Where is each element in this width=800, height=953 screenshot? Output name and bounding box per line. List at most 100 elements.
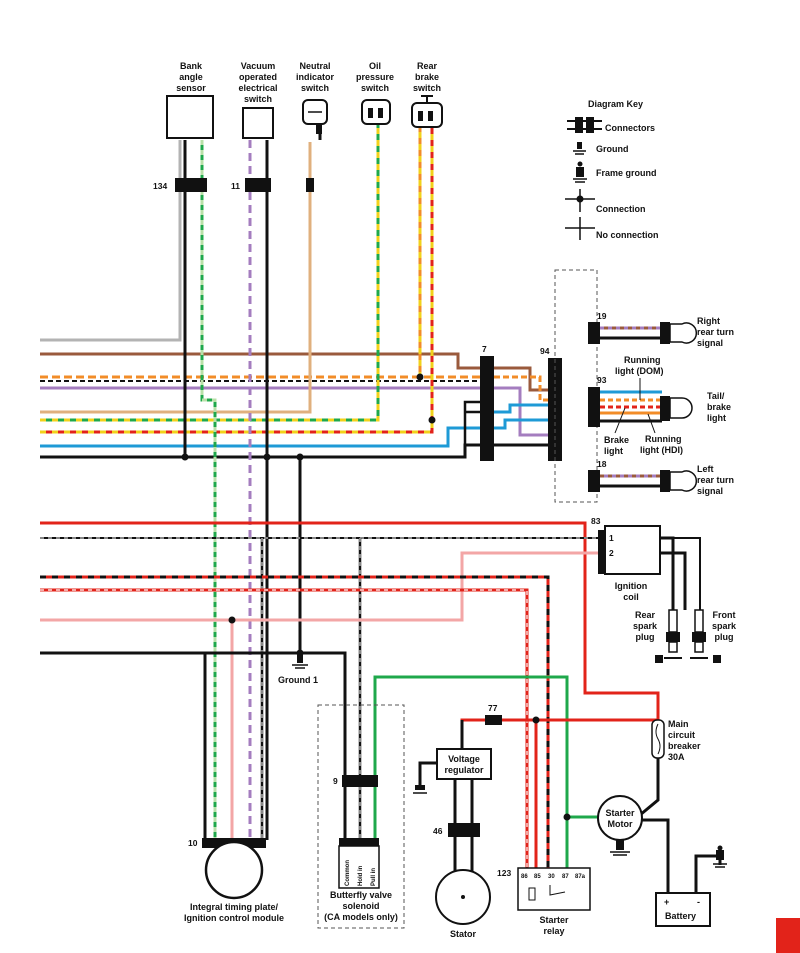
connector-46 — [448, 823, 480, 837]
svg-text:7: 7 — [482, 344, 487, 354]
svg-text:1: 1 — [609, 533, 614, 543]
dashed-box-94 — [554, 269, 598, 503]
diagram-key: Diagram Key Connectors Ground Frame grou… — [565, 99, 659, 240]
svg-text:77: 77 — [488, 703, 498, 713]
oil-pressure-switch — [361, 99, 391, 125]
ground-icon — [297, 655, 303, 663]
svg-text:Connection: Connection — [596, 204, 646, 214]
svg-text:+: + — [664, 897, 669, 907]
main-red-wire — [40, 521, 660, 720]
svg-text:9: 9 — [333, 776, 338, 786]
svg-text:87a: 87a — [575, 874, 586, 880]
svg-text:Connectors: Connectors — [605, 123, 655, 133]
left-turn-bulb-icon — [669, 470, 698, 492]
bank-angle-sensor — [166, 95, 214, 139]
svg-text:2: 2 — [609, 548, 614, 558]
svg-text:123: 123 — [497, 868, 511, 878]
svg-text:Ground: Ground — [596, 144, 629, 154]
connector-9 — [342, 775, 378, 787]
svg-text:19: 19 — [597, 311, 607, 321]
tan-wire — [40, 142, 312, 414]
pink-wire — [40, 551, 600, 622]
svg-text:Battery: Battery — [665, 911, 696, 921]
svg-text:Hold in: Hold in — [358, 865, 364, 886]
connection-icon — [576, 195, 584, 203]
tail-brake-bulb-icon — [669, 397, 693, 419]
svg-text:Diagram Key: Diagram Key — [588, 99, 643, 109]
connector-93 — [588, 387, 600, 427]
ground-icon — [577, 142, 582, 149]
svg-text:11: 11 — [231, 181, 240, 191]
front-spark-plug-icon — [690, 609, 708, 659]
dashed-box-solenoid — [317, 704, 405, 929]
svg-text:-: - — [697, 897, 700, 907]
connector-134 — [175, 178, 207, 192]
gray-wire — [40, 140, 182, 342]
battery: + - Battery — [655, 845, 727, 927]
ignition-coil — [604, 525, 661, 575]
green-yellow-wire — [40, 122, 380, 422]
starter-motor-icon — [597, 795, 643, 841]
voltage-regulator — [436, 748, 492, 780]
right-turn-bulb-icon — [669, 322, 698, 344]
brake-switch — [411, 102, 443, 128]
battery-box — [655, 892, 711, 927]
brown-wire — [40, 352, 485, 370]
connector-7 — [480, 356, 494, 461]
connector-18 — [588, 470, 600, 492]
blue-wire — [40, 426, 485, 448]
svg-text:30: 30 — [548, 874, 555, 880]
svg-text:46: 46 — [433, 826, 443, 836]
upper-harness — [40, 120, 485, 461]
svg-text:Ground 1: Ground 1 — [278, 675, 318, 685]
svg-text:Integral timing plate/Ignition: Integral timing plate/Ignition control m… — [184, 902, 284, 923]
solenoid-box — [338, 845, 380, 889]
ground-1: Ground 1 — [278, 655, 318, 685]
red-yellow-wire — [40, 120, 434, 434]
rear-spark-plug-icon — [664, 609, 682, 659]
svg-text:86: 86 — [521, 874, 528, 880]
connector-11 — [245, 178, 271, 192]
frame-ground-icon — [577, 161, 583, 167]
svg-text:94: 94 — [540, 346, 550, 356]
butterfly-solenoid: 9 Common Hold in Pull in Butterfly valve… — [317, 704, 405, 929]
svg-text:No connection: No connection — [596, 230, 659, 240]
svg-text:87: 87 — [562, 874, 569, 880]
svg-text:83: 83 — [591, 516, 601, 526]
svg-text:10: 10 — [188, 838, 198, 848]
svg-text:134: 134 — [153, 181, 167, 191]
svg-text:93: 93 — [597, 375, 607, 385]
svg-text:Stator: Stator — [450, 929, 477, 939]
connector-77 — [485, 715, 502, 725]
svg-text:Common: Common — [345, 860, 351, 886]
timing-plate: 10 Integral timing plate/Ignition contro… — [184, 838, 284, 923]
lower-harness — [40, 521, 722, 895]
svg-text:18: 18 — [597, 459, 607, 469]
vacuum-switch — [242, 107, 274, 139]
